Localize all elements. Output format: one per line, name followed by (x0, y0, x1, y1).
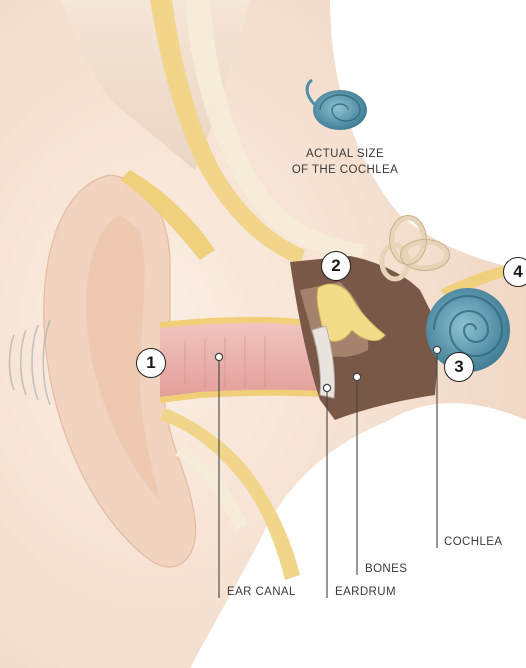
label-cochlea: COCHLEA (444, 536, 502, 548)
marker-3: 3 (444, 352, 474, 382)
marker-2: 2 (321, 251, 351, 281)
caption-line-1: ACTUAL SIZE (290, 146, 400, 162)
actual-size-caption: ACTUAL SIZE OF THE COCHLEA (290, 146, 400, 178)
marker-4: 4 (503, 257, 526, 287)
label-ear-canal: EAR CANAL (227, 586, 296, 598)
label-eardrum: EARDRUM (335, 586, 396, 598)
marker-1: 1 (136, 348, 166, 378)
caption-line-2: OF THE COCHLEA (290, 162, 400, 178)
label-bones: BONES (365, 563, 407, 575)
